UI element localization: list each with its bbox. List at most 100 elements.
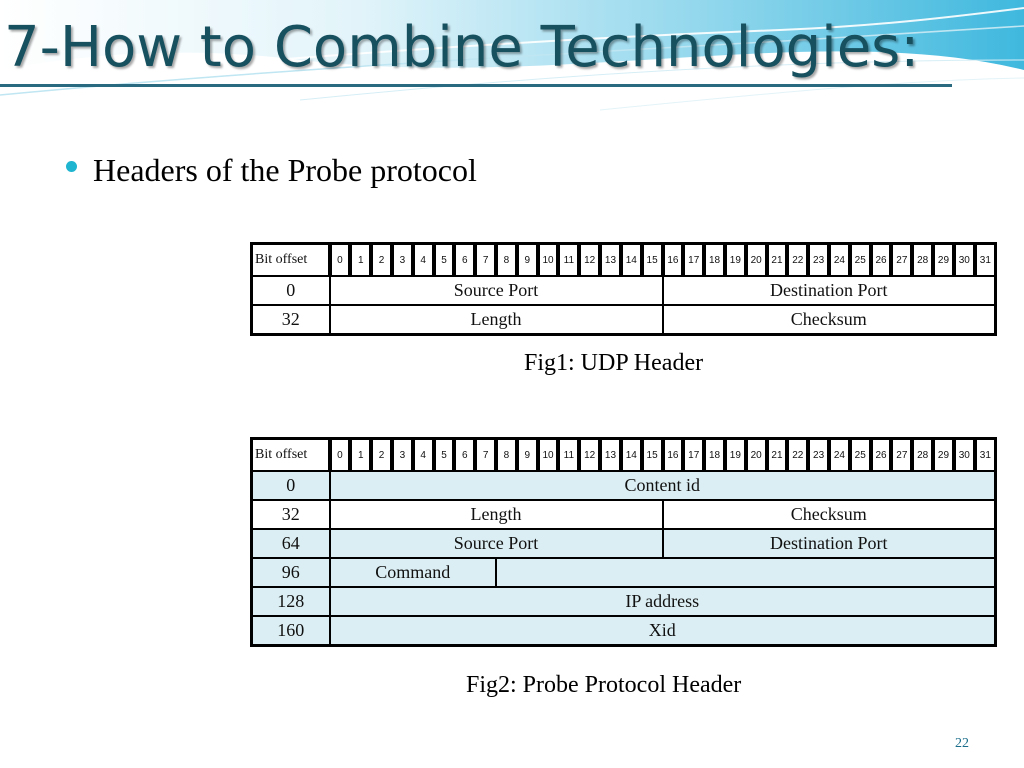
bit-number-cell: 20	[743, 437, 768, 472]
offset-cell: 96	[250, 557, 331, 588]
field-checksum: Checksum	[661, 304, 997, 336]
bit-number-cell: 26	[868, 437, 893, 472]
bit-number-cell: 31	[972, 437, 997, 472]
bit-number-cell: 17	[681, 437, 706, 472]
bit-number-cell: 25	[847, 242, 872, 277]
bit-number-cell: 4	[410, 437, 435, 472]
bit-number-cell: 13	[598, 437, 622, 472]
bit-number-cell: 10	[535, 242, 560, 277]
bit-number-cell: 28	[910, 242, 935, 277]
bit-number-cell: 23	[806, 437, 830, 472]
bit-number-cell: 16	[660, 437, 685, 472]
bit-number-cell: 4	[410, 242, 435, 277]
bullet-dot-icon	[66, 160, 77, 172]
bit-number-cell: 11	[556, 242, 581, 277]
bit-number-cell: 23	[806, 242, 830, 277]
field-length: Length	[328, 304, 664, 336]
field-content-id: Content id	[328, 470, 997, 501]
field-source-port: Source Port	[328, 528, 664, 559]
bit-number-cell: 24	[827, 242, 851, 277]
bit-number-cell: 24	[827, 437, 851, 472]
bit-number-cell: 19	[722, 437, 747, 472]
bit-number-cell: 3	[389, 437, 414, 472]
bit-number-cell: 2	[369, 242, 393, 277]
bit-number-cell: 19	[722, 242, 747, 277]
bit-number-cell: 22	[785, 437, 810, 472]
title-underline	[0, 84, 952, 87]
offset-cell: 0	[250, 275, 331, 306]
bit-number-cell: 11	[556, 437, 581, 472]
table-row: 32 Length Checksum	[250, 499, 997, 530]
bit-number-cell: 15	[639, 242, 664, 277]
bit-number-cell: 14	[618, 437, 643, 472]
page-number: 22	[955, 736, 969, 751]
field-reserved	[495, 557, 997, 588]
table-row: 0 Source Port Destination Port	[250, 275, 997, 306]
bit-number-cell: 18	[702, 437, 726, 472]
slide-title: 7-How to Combine Technologies:	[4, 15, 920, 80]
header-wave-banner	[0, 0, 1024, 111]
bit-number-cell: 16	[660, 242, 685, 277]
bit-number-cell: 27	[889, 437, 914, 472]
bit-number-cell: 30	[951, 437, 976, 472]
bit-number-cell: 20	[743, 242, 768, 277]
bit-number-cell: 21	[764, 437, 789, 472]
bit-number-cell: 3	[389, 242, 414, 277]
bit-number-cell: 27	[889, 242, 914, 277]
bit-number-cell: 12	[577, 242, 602, 277]
bit-number-cell: 28	[910, 437, 935, 472]
bit-number-cell: 10	[535, 437, 560, 472]
offset-cell: 0	[250, 470, 331, 501]
bit-number-cell: 1	[348, 242, 373, 277]
field-checksum: Checksum	[661, 499, 997, 530]
bit-number-cell: 6	[452, 437, 477, 472]
bit-number-cell: 7	[473, 437, 497, 472]
bit-number-cell: 14	[618, 242, 643, 277]
bit-number-cell: 31	[972, 242, 997, 277]
bit-number-cell: 8	[494, 242, 518, 277]
bit-number-cell: 5	[431, 242, 456, 277]
bit-number-cell: 9	[514, 437, 539, 472]
field-destination-port: Destination Port	[661, 528, 997, 559]
bit-number-cell: 21	[764, 242, 789, 277]
bit-number-cell: 5	[431, 437, 456, 472]
bit-number-cell: 8	[494, 437, 518, 472]
bullet-text: Headers of the Probe protocol	[93, 152, 477, 188]
field-length: Length	[328, 499, 664, 530]
bit-number-cell: 15	[639, 437, 664, 472]
bit-number-cell: 13	[598, 242, 622, 277]
probe-caption: Fig2: Probe Protocol Header	[466, 672, 742, 698]
bit-number-cell: 6	[452, 242, 477, 277]
table-row: 160 Xid	[250, 615, 997, 647]
offset-cell: 128	[250, 586, 331, 617]
offset-cell: 32	[250, 499, 331, 530]
field-command: Command	[328, 557, 497, 588]
bit-number-cell: 2	[369, 437, 393, 472]
bit-number-cell: 18	[702, 242, 726, 277]
bit-number-cell: 0	[327, 242, 352, 277]
bit-number-cell: 7	[473, 242, 497, 277]
bullet-item: Headers of the Probe protocol	[66, 150, 477, 190]
bit-number-cell: 22	[785, 242, 810, 277]
bit-number-cell: 12	[577, 437, 602, 472]
bit-number-cell: 29	[931, 437, 955, 472]
bit-number-cell: 26	[868, 242, 893, 277]
field-xid: Xid	[328, 615, 997, 647]
table-row: 128 IP address	[250, 586, 997, 617]
offset-cell: 64	[250, 528, 331, 559]
table-row: 64 Source Port Destination Port	[250, 528, 997, 559]
offset-cell: 32	[250, 304, 331, 336]
bit-number-cell: 30	[951, 242, 976, 277]
bit-number-cell: 0	[327, 437, 352, 472]
table-row: 32 Length Checksum	[250, 304, 997, 336]
bit-number-cell: 9	[514, 242, 539, 277]
table-row: 96 Command	[250, 557, 997, 588]
bit-number-cell: 29	[931, 242, 955, 277]
field-destination-port: Destination Port	[661, 275, 997, 306]
udp-caption: Fig1: UDP Header	[524, 350, 704, 376]
field-source-port: Source Port	[328, 275, 664, 306]
